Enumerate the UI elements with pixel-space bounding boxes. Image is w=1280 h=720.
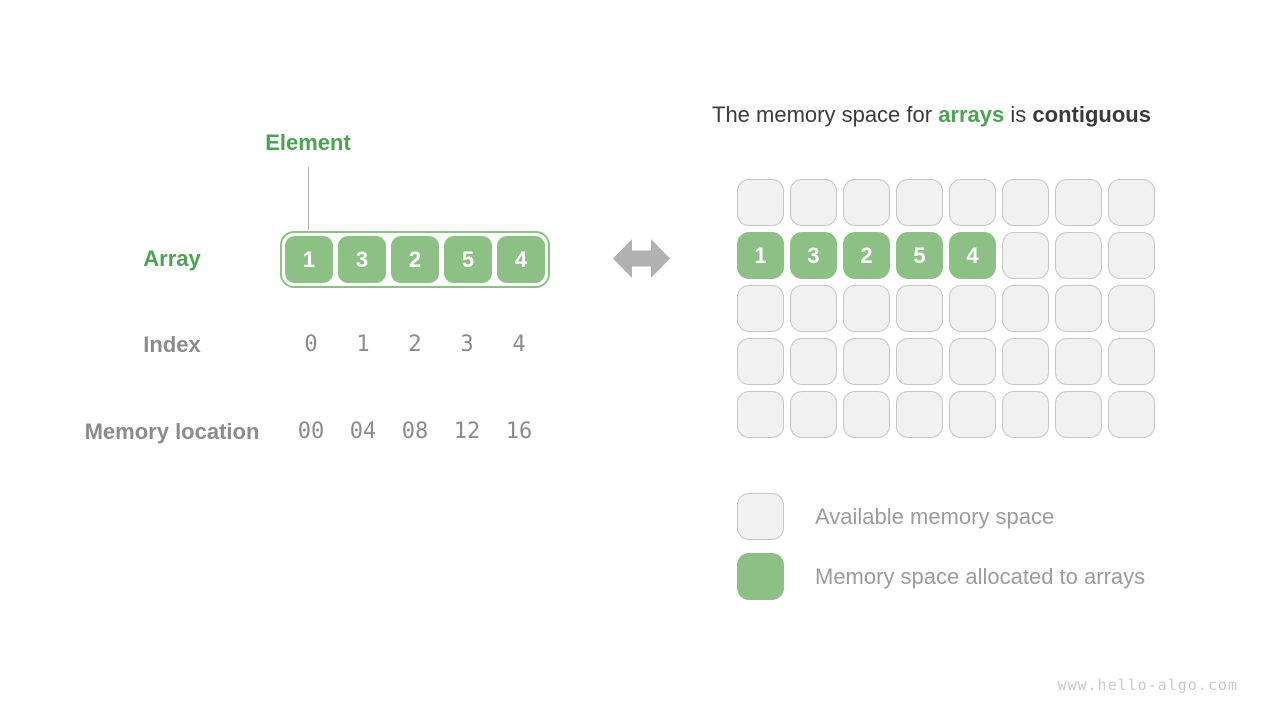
memory-cell-available: [737, 338, 784, 385]
memory-cell-available: [949, 338, 996, 385]
legend: Available memory space Memory space allo…: [737, 493, 1145, 613]
memory-cell-available: [790, 391, 837, 438]
memory-cell-available: [790, 338, 837, 385]
memory-location-value: 04: [349, 419, 377, 444]
memory-location-values-row: 00 04 08 12 16: [287, 419, 543, 444]
index-value: 4: [512, 332, 526, 357]
memory-cell-available: [737, 391, 784, 438]
array-cell: 4: [497, 236, 545, 283]
right-title: The memory space for arrays is contiguou…: [712, 102, 1151, 128]
memory-cell-available: [1002, 179, 1049, 226]
array-cell: 2: [391, 236, 439, 283]
memory-cell-allocated: 3: [790, 232, 837, 279]
index-label: Index: [143, 332, 201, 357]
memory-cell-available: [1108, 391, 1155, 438]
array-cell: 1: [285, 236, 333, 283]
memory-cell-available: [1055, 232, 1102, 279]
memory-cell-available: [843, 179, 890, 226]
index-value: 0: [304, 332, 318, 357]
memory-cell-available: [896, 179, 943, 226]
legend-label: Memory space allocated to arrays: [815, 563, 1146, 589]
watermark: www.hello-algo.com: [1057, 676, 1238, 694]
double-arrow-icon: [613, 236, 670, 286]
memory-cell-allocated: 2: [843, 232, 890, 279]
legend-row-allocated: Memory space allocated to arrays: [737, 553, 1145, 600]
memory-cell-allocated: 5: [896, 232, 943, 279]
array-container: 1 3 2 5 4: [280, 231, 550, 288]
memory-cell-available: [1108, 232, 1155, 279]
memory-cell-available: [1108, 285, 1155, 332]
memory-cell-available: [1108, 179, 1155, 226]
index-value: 3: [460, 332, 474, 357]
array-cell: 5: [444, 236, 492, 283]
memory-cell-allocated: 4: [949, 232, 996, 279]
title-bold-contiguous: contiguous: [1032, 102, 1151, 127]
available-memory-swatch: [737, 493, 784, 540]
memory-cell-available: [896, 338, 943, 385]
memory-location-label: Memory location: [84, 419, 260, 444]
legend-label: Available memory space: [815, 503, 1055, 529]
memory-cell-available: [1002, 285, 1049, 332]
memory-cell-available: [843, 391, 890, 438]
memory-cell-available: [1055, 391, 1102, 438]
allocated-memory-swatch: [737, 553, 784, 600]
element-label: Element: [265, 130, 351, 155]
memory-cell-available: [843, 338, 890, 385]
memory-cell-available: [737, 179, 784, 226]
index-value: 2: [408, 332, 422, 357]
memory-cell-available: [949, 391, 996, 438]
memory-cell-available: [790, 285, 837, 332]
memory-cell-available: [1055, 338, 1102, 385]
memory-cell-available: [1108, 338, 1155, 385]
memory-location-value: 08: [401, 419, 429, 444]
memory-cell-available: [1055, 285, 1102, 332]
element-pointer-line: [308, 167, 309, 230]
memory-location-value: 16: [505, 419, 533, 444]
memory-cell-available: [896, 391, 943, 438]
memory-cell-available: [896, 285, 943, 332]
title-prefix: The memory space for: [712, 102, 939, 127]
memory-cell-available: [949, 285, 996, 332]
title-highlight-arrays: arrays: [938, 102, 1005, 127]
memory-cell-available: [790, 179, 837, 226]
index-values-row: 0 1 2 3 4: [287, 332, 543, 357]
memory-cell-available: [949, 179, 996, 226]
index-value: 1: [356, 332, 370, 357]
memory-cell-available: [1002, 232, 1049, 279]
title-middle: is: [1004, 102, 1033, 127]
array-label: Array: [143, 246, 201, 271]
memory-cell-available: [843, 285, 890, 332]
memory-cell-available: [1002, 391, 1049, 438]
array-cell: 3: [338, 236, 386, 283]
memory-cell-available: [1002, 338, 1049, 385]
memory-cell-available: [1055, 179, 1102, 226]
legend-row-available: Available memory space: [737, 493, 1145, 540]
memory-cell-available: [737, 285, 784, 332]
memory-location-value: 12: [453, 419, 481, 444]
memory-cell-allocated: 1: [737, 232, 784, 279]
memory-location-value: 00: [297, 419, 325, 444]
